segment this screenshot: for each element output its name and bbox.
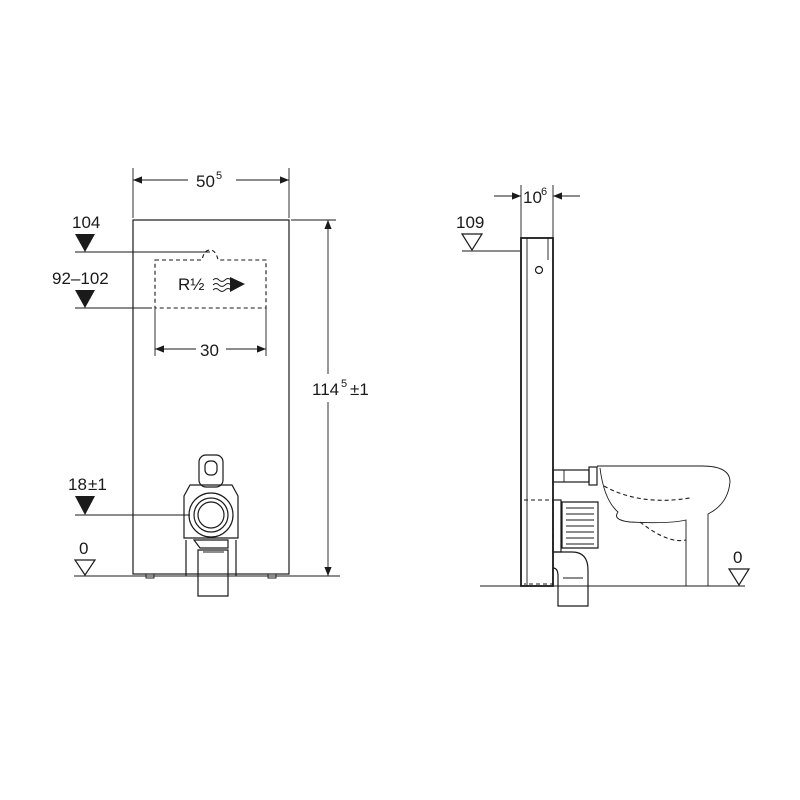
- height-dimension-value: 114: [312, 380, 339, 399]
- level-109-marker: 109: [456, 213, 520, 252]
- level-18-tol: ±1: [88, 475, 107, 494]
- water-wave-icon: [212, 277, 245, 292]
- water-connection: R½: [154, 249, 267, 309]
- level-0-marker-side: 0: [727, 548, 751, 587]
- side-view: 10 6 109: [456, 185, 751, 607]
- module-side: [520, 237, 554, 587]
- level-104-label: 104: [72, 213, 100, 232]
- depth-dimension-value: 10: [523, 188, 542, 207]
- depth-dimension-sup: 6: [541, 186, 547, 198]
- connection-width-dimension: 30: [154, 308, 267, 360]
- width-dimension: 50 5: [132, 168, 290, 218]
- front-view: 50 5 114 5 ±1 104 92–102 R½: [52, 168, 369, 597]
- level-18-marker: 18 ±1: [68, 475, 190, 516]
- level-0-label-side: 0: [733, 548, 742, 567]
- water-connector-side: [552, 466, 598, 486]
- toilet-bowl-side: [597, 465, 731, 586]
- level-0-marker-front: 0: [73, 539, 97, 577]
- level-92-102-label: 92–102: [52, 269, 109, 288]
- level-104-marker: 104: [72, 213, 210, 253]
- depth-dimension: 10 6: [494, 185, 580, 238]
- drain-pipe-front: [183, 454, 239, 597]
- panel-feet: [145, 574, 277, 579]
- height-dimension: 114 5 ±1: [291, 219, 369, 577]
- height-dimension-tol: ±1: [350, 380, 369, 399]
- level-109-label: 109: [456, 213, 484, 232]
- connection-label: R½: [178, 275, 204, 294]
- width-dimension-value: 50: [196, 172, 215, 191]
- level-92-102-marker: 92–102: [52, 269, 152, 309]
- height-dimension-sup: 5: [341, 378, 347, 390]
- connection-width-value: 30: [200, 341, 219, 360]
- drain-pipe-side: [524, 499, 599, 607]
- level-18-value: 18: [68, 475, 87, 494]
- level-0-label-front: 0: [79, 539, 88, 558]
- width-dimension-sup: 5: [216, 170, 222, 182]
